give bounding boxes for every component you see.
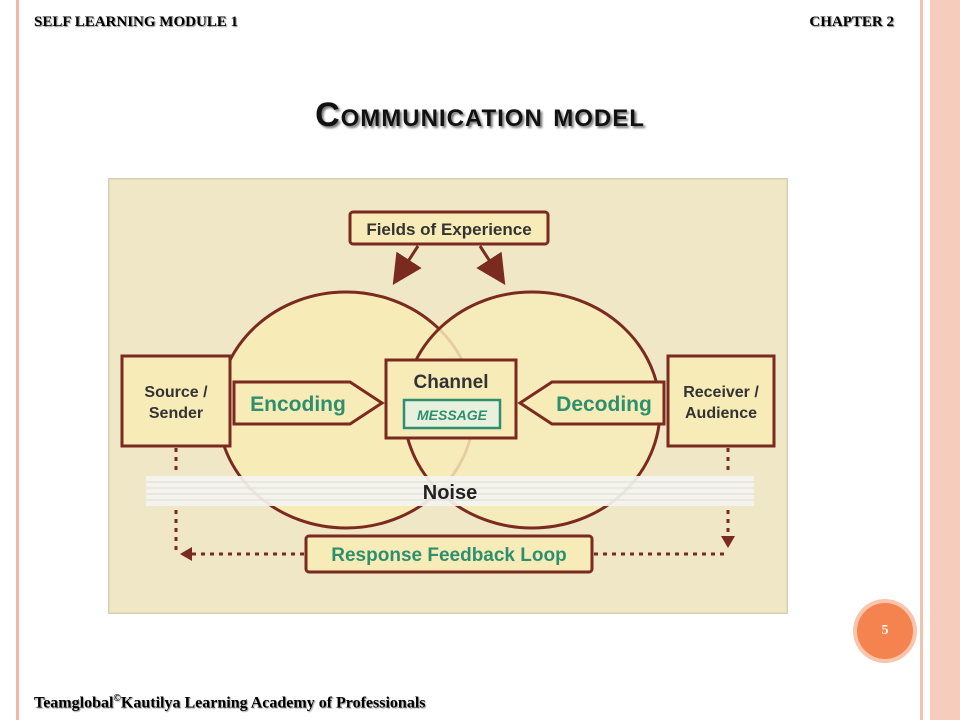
feedback-loop-label: Response Feedback Loop — [331, 545, 566, 566]
page-number-badge: 5 — [857, 603, 913, 659]
footer-text: Teamglobal©Kautilya Learning Academy of … — [34, 693, 426, 712]
source-sender-box — [120, 354, 232, 448]
decoding-label: Decoding — [556, 393, 652, 416]
receiver-down-arrowhead — [721, 536, 735, 548]
footer-text-academy: Kautilya Learning Academy of Professiona… — [120, 694, 426, 712]
chapter-label: CHAPTER 2 — [809, 14, 894, 30]
source-sender-label-line2: Sender — [149, 405, 203, 422]
channel-label: Channel — [414, 372, 489, 393]
decoding-arrow — [517, 380, 666, 426]
message-label: MESSAGE — [417, 407, 488, 423]
copyright-symbol: © — [113, 693, 121, 704]
module-label: SELF LEARNING MODULE 1 — [34, 14, 239, 30]
noise-label: Noise — [423, 482, 477, 504]
encoding-label: Encoding — [250, 393, 346, 416]
message-box — [402, 398, 502, 430]
feedback-loop-box — [304, 534, 594, 574]
left-border-line — [16, 0, 19, 720]
fields-arrow-right — [476, 245, 506, 286]
source-sender-label-line1: Source / — [144, 384, 208, 401]
fields-arrow-left — [392, 245, 422, 286]
fields-of-experience-label: Fields of Experience — [366, 220, 531, 239]
fields-of-experience-box — [348, 210, 550, 246]
communication-model-diagram: Fields of Experience Source / Sender Enc… — [108, 178, 788, 614]
encoding-arrow — [232, 380, 385, 426]
footer-text-brand: Teamglobal — [34, 694, 114, 712]
noise-band — [146, 476, 754, 506]
receiver-audience-label-line1: Receiver / — [683, 384, 759, 401]
receiver-audience-box — [666, 354, 776, 448]
right-border-stripes — [918, 0, 960, 720]
slide-title: Communication model — [315, 96, 645, 134]
receiver-audience-label-line2: Audience — [685, 405, 757, 422]
feedback-left-arrowhead — [180, 547, 192, 561]
noise-texture — [146, 481, 754, 501]
